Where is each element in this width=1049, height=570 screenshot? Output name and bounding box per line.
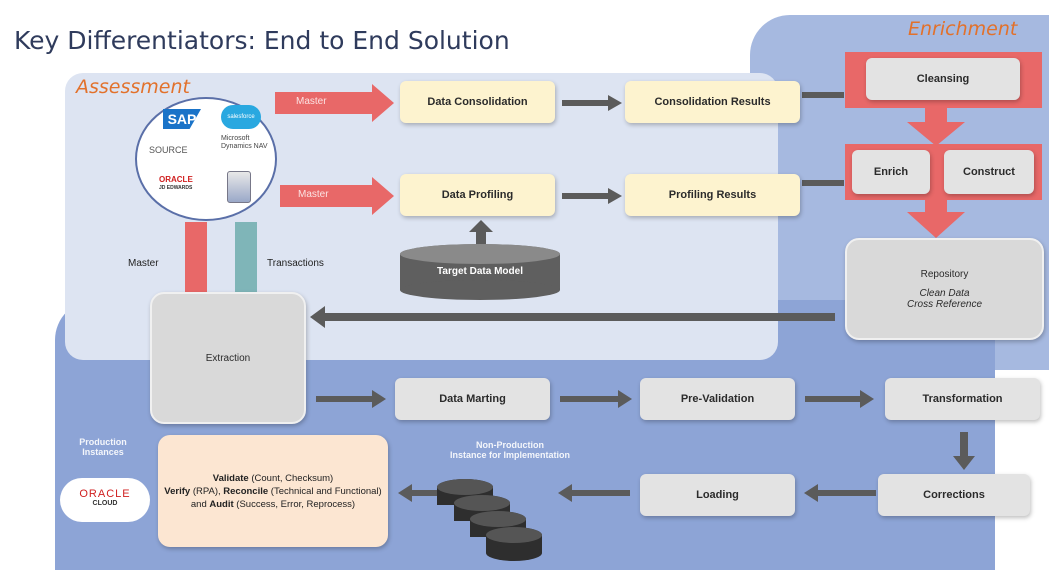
master-vertical-label: Master (128, 258, 159, 269)
oracle-cloud-logo: ORACLE CLOUD (60, 478, 150, 522)
pre-validation-box: Pre-Validation (640, 378, 795, 420)
server-icon (227, 171, 251, 203)
arrow-to-validate (398, 484, 440, 502)
audit-bold: Audit (209, 498, 234, 510)
validation-box: Validate (Count, Checksum) Verify (RPA),… (158, 435, 388, 547)
data-profiling-box: Data Profiling (400, 174, 555, 216)
oracle-logo: ORACLE (159, 175, 193, 184)
production-instances-label: Production Instances (68, 437, 138, 457)
verify-mid: (RPA), (190, 485, 224, 497)
production-line1: Production (79, 437, 127, 447)
non-production-label: Non-Production Instance for Implementati… (430, 440, 590, 460)
data-marting-box: Data Marting (395, 378, 550, 420)
source-label: SOURCE (149, 145, 188, 155)
master-vertical-bar (185, 222, 207, 294)
transactions-label: Transactions (267, 258, 324, 269)
arrow-extraction (316, 390, 386, 408)
arrow-prevalidation (805, 390, 874, 408)
verify-bold: Verify (164, 485, 191, 497)
repository-clean-data: Clean Data (919, 287, 970, 299)
microsoft-dynamics-logo: Microsoft Dynamics NAV (221, 135, 268, 150)
master-label-top: Master (296, 96, 327, 107)
and-text: and (190, 498, 210, 510)
construct-box: Construct (944, 150, 1034, 194)
arrow-target-up (466, 220, 493, 244)
non-production-line2: Instance for Implementation (449, 450, 571, 460)
production-line2: Instances (82, 447, 124, 457)
arrow-profiling (562, 188, 622, 204)
repository-box: Repository Clean Data Cross Reference (845, 238, 1044, 340)
master-arrow-top (275, 84, 394, 122)
validate-rest: (Count, Checksum) (248, 472, 334, 484)
master-arrow-mid (280, 177, 394, 215)
arrow-transformation-down (953, 432, 975, 470)
profiling-results-box: Profiling Results (625, 174, 800, 216)
validate-bold: Validate (212, 472, 249, 484)
arrow-enrich-down (907, 200, 965, 238)
cleansing-box: Cleansing (866, 58, 1020, 100)
reconcile-rest: (Technical and Functional) (268, 485, 382, 497)
page-title: Key Differentiators: End to End Solution (14, 26, 510, 55)
audit-rest: (Success, Error, Reprocess) (233, 498, 356, 510)
arrow-marting (560, 390, 632, 408)
arrow-cleansing-down (907, 108, 965, 146)
arrow-corrections (804, 484, 876, 502)
source-circle: SAP salesforce SOURCE Microsoft Dynamics… (135, 97, 277, 221)
assessment-label: Assessment (76, 76, 190, 98)
target-data-model-label: Target Data Model (437, 266, 523, 277)
transactions-vertical-bar (235, 222, 257, 294)
master-label-mid: Master (298, 189, 329, 200)
repository-title: Repository (920, 268, 969, 280)
jde-logo: JD EDWARDS (159, 185, 193, 191)
salesforce-logo: salesforce (221, 105, 261, 129)
corrections-box: Corrections (878, 474, 1030, 516)
data-consolidation-box: Data Consolidation (400, 81, 555, 123)
repository-cross-reference: Cross Reference (906, 298, 983, 310)
extraction-box: Extraction (150, 292, 306, 424)
non-production-db-icon (437, 479, 542, 561)
oracle-cloud-oracle: ORACLE (79, 488, 131, 500)
line-to-enrich (802, 180, 844, 186)
enrichment-label: Enrichment (908, 18, 1018, 40)
oracle-cloud-cloud: CLOUD (92, 500, 118, 507)
reconcile-bold: Reconcile (223, 485, 269, 497)
arrow-loading (558, 484, 630, 502)
line-to-cleansing (802, 92, 844, 98)
consolidation-results-box: Consolidation Results (625, 81, 800, 123)
sap-logo: SAP (163, 109, 201, 129)
loading-box: Loading (640, 474, 795, 516)
enrich-box: Enrich (852, 150, 930, 194)
arrow-consolidation (562, 95, 622, 111)
transformation-box: Transformation (885, 378, 1040, 420)
non-production-line1: Non-Production (476, 440, 544, 450)
arrow-repository-back (310, 306, 835, 328)
